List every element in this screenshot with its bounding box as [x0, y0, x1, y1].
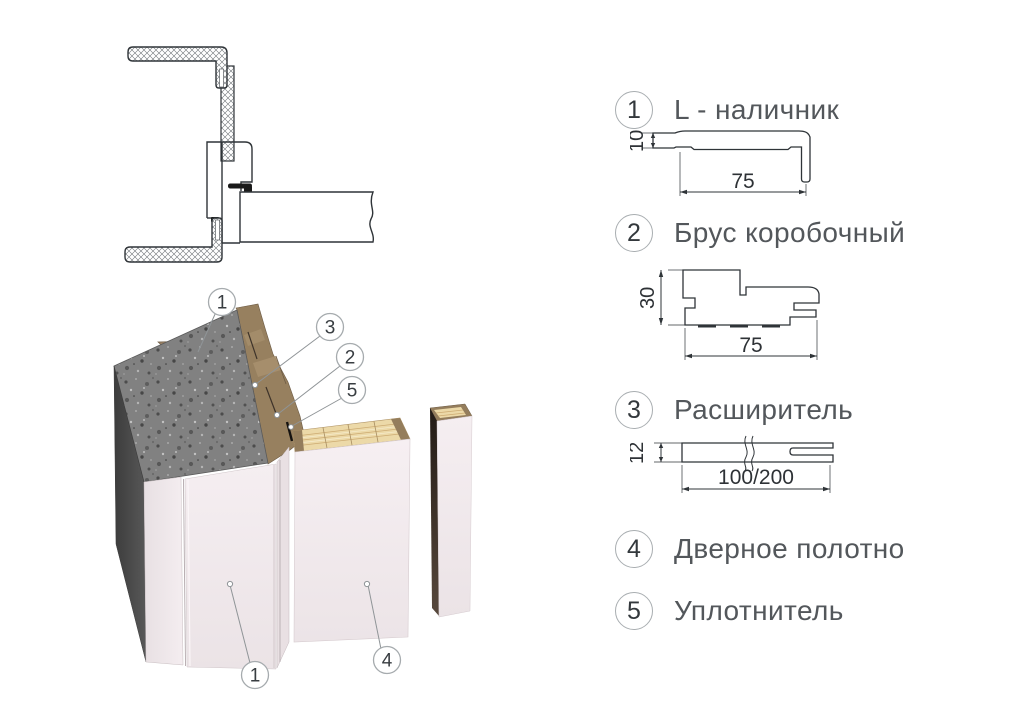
- svg-text:1: 1: [217, 293, 228, 314]
- section-bottom-casing: [124, 217, 223, 263]
- profile-drawing-nalichnik: 10 75: [630, 130, 811, 196]
- frame-front-sliver: [276, 446, 290, 669]
- dim-30: [658, 269, 685, 326]
- legend-item-3: 3 Расширитель: [615, 391, 853, 429]
- legend-item-2: 2 Брус коробочный: [615, 214, 905, 252]
- legend-item-4: 4 Дверное полотно: [615, 530, 905, 568]
- legend-number-1: 1: [615, 91, 653, 129]
- section-bottom-casing-slot: [215, 219, 220, 241]
- legend-label-3: Расширитель: [674, 394, 854, 425]
- dim-75-text: 75: [731, 170, 754, 193]
- callout-5: 5: [337, 375, 367, 405]
- dim-75b-text: 75: [739, 334, 762, 357]
- profile-drawing-rasshiritel: 12 100/200: [630, 435, 834, 493]
- casing-board-left: [143, 476, 184, 666]
- legend-label-5: Уплотнитель: [674, 595, 844, 626]
- dim-10: [642, 132, 656, 149]
- leader-dots: [226, 381, 371, 588]
- casing-board-front: [184, 463, 277, 670]
- legend-item-1: 1 L - наличник: [615, 91, 839, 129]
- dim-10-text: 10: [630, 130, 648, 152]
- legend-label-1: L - наличник: [674, 94, 840, 125]
- brus-outline: [682, 269, 820, 326]
- nalichnik-outline: [652, 130, 811, 183]
- legend-item-5: 5 Уплотнитель: [615, 592, 844, 630]
- section-seal: [228, 183, 252, 192]
- door-leaf-front: [293, 438, 411, 643]
- dim-75b: [684, 320, 818, 360]
- side-bar: [429, 403, 473, 618]
- profile-drawing-brus: 30 75: [640, 269, 820, 360]
- callout-3: 3: [315, 312, 345, 342]
- legend-label-4: Дверное полотно: [674, 533, 905, 564]
- legend-number-2: 2: [615, 214, 653, 252]
- leader-lines: [197, 311, 382, 664]
- section-top-casing: [127, 46, 228, 89]
- frame-band-details: [244, 329, 294, 442]
- door-leaf-top: [292, 417, 411, 453]
- dim-100-200-text: 100/200: [718, 466, 794, 489]
- section-door-leaf: [239, 191, 375, 243]
- svg-text:5: 5: [347, 381, 358, 402]
- section-top-casing-slot: [219, 68, 224, 88]
- callout-4: 4: [372, 645, 402, 675]
- assembly-3d-illustration: 1 3 2 5 1 4: [113, 287, 473, 690]
- svg-text:1: 1: [250, 666, 261, 687]
- legend-number-4: 4: [615, 530, 653, 568]
- rasshiritel-outline: [681, 442, 834, 463]
- legend-number-3: 3: [615, 391, 653, 429]
- legend-number-5: 5: [615, 592, 653, 630]
- dim-75: [679, 152, 807, 196]
- callout-1-bottom: 1: [240, 660, 270, 690]
- board-gap: [183, 478, 186, 667]
- dim-30-text: 30: [640, 287, 659, 309]
- dim-12-text: 12: [630, 442, 648, 464]
- cross-section-drawing: [124, 46, 375, 263]
- assembly-callouts: 1 3 2 5 1 4: [207, 287, 402, 690]
- seal-3d: [285, 421, 294, 442]
- board-highlight: [187, 479, 191, 667]
- dim-12: [654, 442, 682, 463]
- break-lines: [744, 435, 755, 472]
- svg-text:4: 4: [382, 651, 393, 672]
- legend-label-2: Брус коробочный: [674, 217, 906, 248]
- callout-1-top: 1: [207, 287, 237, 317]
- dim-100-200: [681, 465, 831, 493]
- callout-2: 2: [335, 342, 365, 372]
- svg-text:3: 3: [325, 318, 336, 339]
- svg-text:2: 2: [345, 348, 356, 369]
